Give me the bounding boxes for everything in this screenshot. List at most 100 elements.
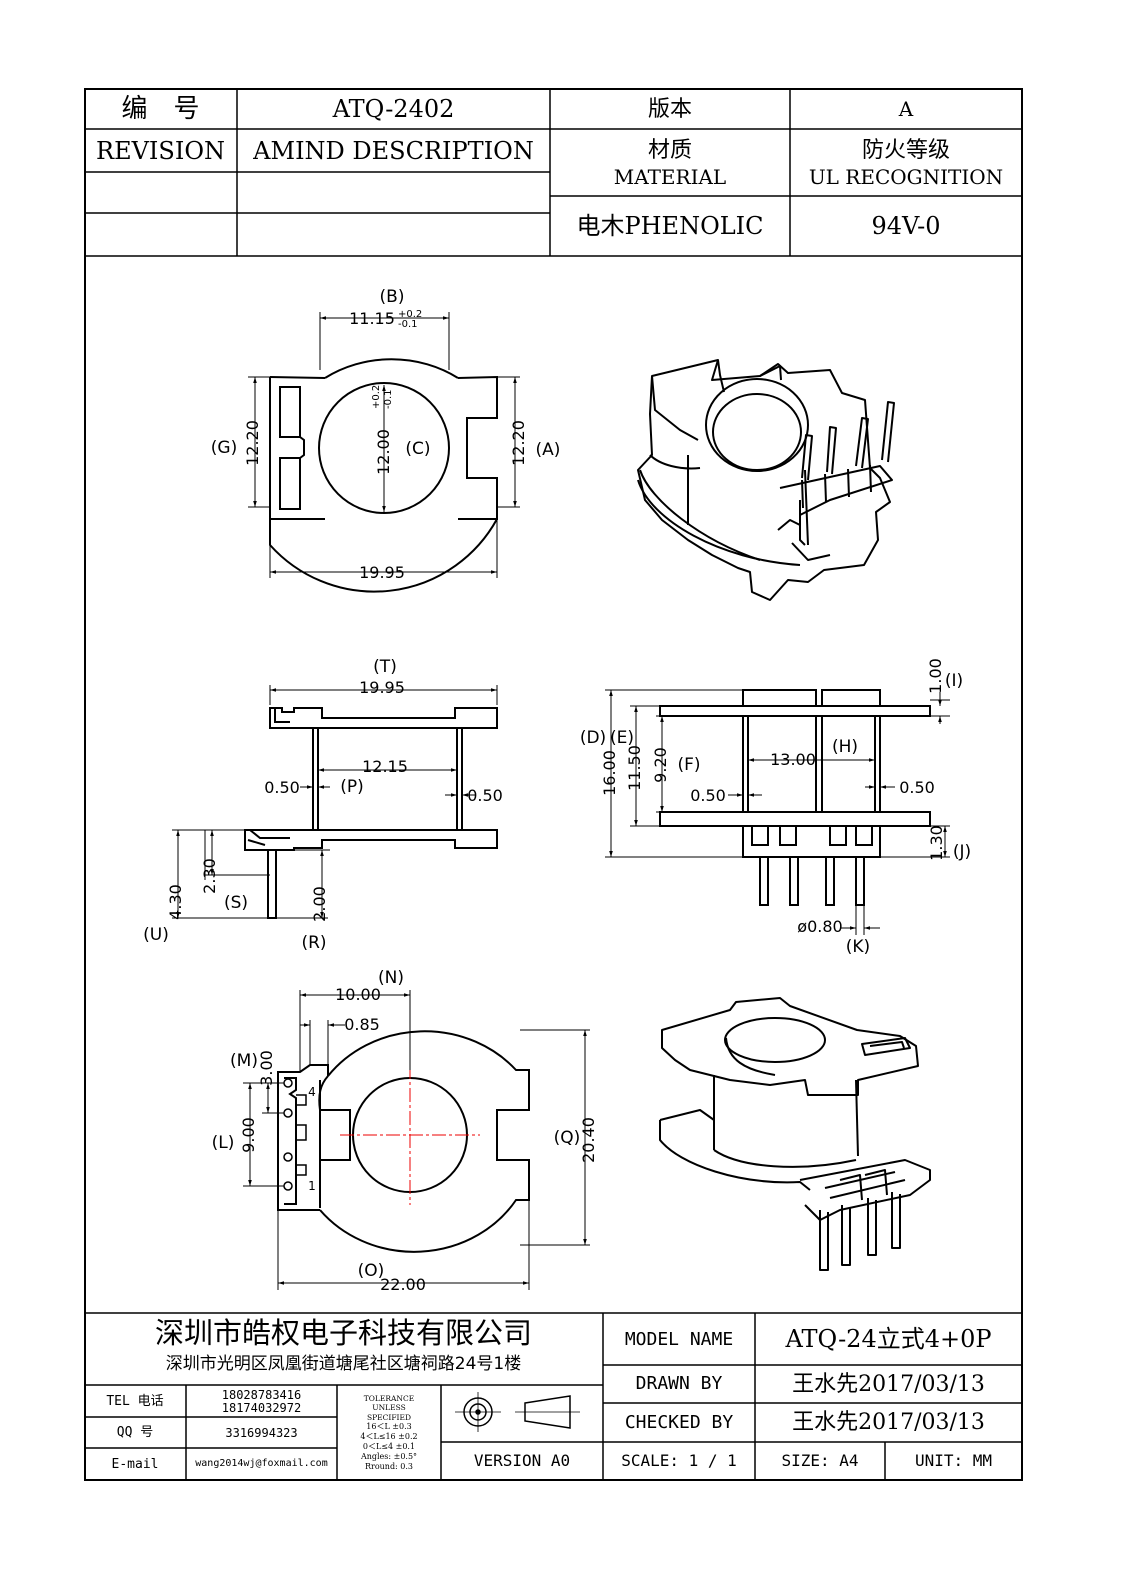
dim-O-label: (O)	[358, 1261, 385, 1281]
dim-M-value: 3.00	[257, 1050, 276, 1086]
email-label: E-mail	[111, 1456, 159, 1472]
top-view	[269, 358, 498, 593]
dim-inner-value: 12.15	[362, 757, 408, 776]
dim-K-label: (K)	[846, 937, 870, 957]
scale-text: SCALE: 1 / 1	[621, 1451, 737, 1471]
dim-S-value: 2.30	[200, 858, 219, 894]
model-name-label: MODEL NAME	[624, 1328, 734, 1350]
email-value[interactable]: wang2014wj@foxmail.com	[195, 1458, 328, 1470]
dim-F-label: (F)	[677, 755, 700, 775]
tolerance-line-2: UNLESS	[372, 1403, 406, 1413]
drawn-by-label: DRAWN BY	[635, 1373, 723, 1395]
pin-4-label: 4	[308, 1085, 316, 1099]
checked-by-label: CHECKED BY	[624, 1411, 734, 1433]
dim-T-value: 19.95	[359, 678, 405, 697]
dim-A-label: (A)	[536, 440, 561, 460]
material-label-cn: 材质	[647, 138, 692, 164]
qq-value: 3316994323	[225, 1425, 298, 1440]
dim-R-value: 2.00	[310, 886, 329, 922]
tolerance-line-1: TOLERANCE	[363, 1393, 415, 1403]
fire-label-en: UL RECOGNITION	[808, 164, 1004, 189]
fire-label: 防火等级 UL RECOGNITION	[790, 131, 1022, 196]
number-label: 编 号	[121, 93, 200, 124]
dim-width-value: 19.95	[359, 563, 405, 582]
tolerance-row-5: Rround: 0.3	[364, 1462, 414, 1472]
bottom-view-pins	[283, 1078, 307, 1191]
dim-E-value: 11.50	[625, 745, 644, 791]
dim-T-label: (T)	[373, 657, 397, 677]
drawn-by-value: 王水先2017/03/13	[792, 1371, 985, 1397]
dim-H-value: 13.00	[770, 750, 816, 769]
unit-text: UNIT: MM	[914, 1451, 993, 1471]
tolerance-row-2: 4＜L≤16 ±0.2	[360, 1432, 418, 1442]
tel-label: TEL 电话	[106, 1394, 164, 1410]
tolerance-row-1: 16＜L ±0.3	[366, 1422, 412, 1432]
front-view-dims	[605, 689, 950, 935]
dim-left-wall: 0.50	[264, 778, 300, 797]
company-address: 深圳市光明区凤凰街道塘尾社区塘祠路24号1楼	[165, 1354, 522, 1375]
dim-D-label: (D)	[580, 728, 606, 748]
dim-D-value: 16.00	[600, 750, 619, 796]
qq-label: QQ 号	[116, 1425, 154, 1441]
fire-label-cn: 防火等级	[861, 138, 950, 164]
dim-C-tol-plus: +0.2	[371, 385, 382, 409]
material-label-en: MATERIAL	[613, 164, 727, 189]
dim-C-tol-minus: -0.1	[383, 389, 394, 409]
dim-right-wall: 0.50	[467, 786, 503, 805]
dim-B-tol-minus: -0.1	[398, 319, 418, 330]
side-view-dims	[172, 685, 498, 919]
dim-B-value: 11.15	[349, 309, 395, 328]
version-label: 版本	[647, 96, 692, 122]
dim-O-value: 22.00	[380, 1275, 426, 1294]
fire-value: 94V-0	[871, 212, 941, 241]
dim-C-label: (C)	[405, 439, 430, 459]
dim-front-right-wall: 0.50	[899, 778, 935, 797]
tel-1: 18028783416	[221, 1387, 302, 1402]
company-name: 深圳市皓权电子科技有限公司	[154, 1315, 532, 1350]
dim-N-value: 10.00	[335, 985, 381, 1004]
top-view-dims	[248, 312, 520, 578]
dim-L-value: 9.00	[239, 1117, 258, 1153]
dim-G-value: 12.20	[243, 420, 262, 466]
pin-1-label: 1	[308, 1179, 316, 1193]
dim-U-label: (U)	[143, 925, 169, 945]
dim-P-label: (P)	[340, 777, 364, 797]
dim-G-label: (G)	[211, 438, 237, 458]
dim-C-value: 12.00	[374, 429, 393, 475]
dim-E-label: (E)	[610, 728, 634, 748]
dim-K-value: ø0.80	[797, 917, 842, 936]
dim-J-label: (J)	[953, 842, 971, 862]
dim-A-value: 12.20	[509, 420, 528, 466]
tolerance-row-3: 0＜L≤4 ±0.1	[362, 1442, 416, 1452]
dim-H-label: (H)	[832, 737, 858, 757]
dim-Q-value: 20.40	[579, 1117, 598, 1163]
version-text: VERSION A0	[473, 1451, 571, 1471]
dim-F-value: 9.20	[651, 747, 670, 783]
dim-L-label: (L)	[212, 1133, 235, 1153]
number-value: ATQ-2402	[332, 94, 455, 123]
dim-Q-label: (Q)	[554, 1128, 581, 1148]
dim-S-label: (S)	[224, 893, 248, 913]
tolerance-block: TOLERANCE UNLESS SPECIFIED 16＜L ±0.3 4＜L…	[337, 1386, 441, 1480]
size-text: SIZE: A4	[781, 1451, 859, 1471]
bottom-view-centerlines	[340, 1065, 480, 1205]
drawing-sheet	[84, 88, 1023, 1481]
iso-view-top	[637, 359, 895, 601]
iso-view-bottom	[659, 997, 931, 1271]
dim-B-tol-plus: +0.2	[398, 309, 422, 320]
dim-R-label: (R)	[301, 933, 326, 953]
dim-J-value: 1.30	[927, 825, 946, 861]
material-label: 材质 MATERIAL	[550, 131, 790, 196]
revision-label: REVISION	[96, 136, 225, 165]
dim-B-label: (B)	[380, 287, 405, 307]
dim-M-label: (M)	[230, 1051, 258, 1071]
dim-I-value: 1.00	[926, 658, 945, 694]
amind-label: AMIND DESCRIPTION	[253, 136, 534, 165]
tel-2: 18174032972	[221, 1400, 302, 1415]
tel-values: 18028783416 18174032972	[186, 1386, 337, 1417]
model-name-value: ATQ-24立式4+0P	[785, 1325, 992, 1354]
dim-sub-value: 0.85	[344, 1015, 380, 1034]
